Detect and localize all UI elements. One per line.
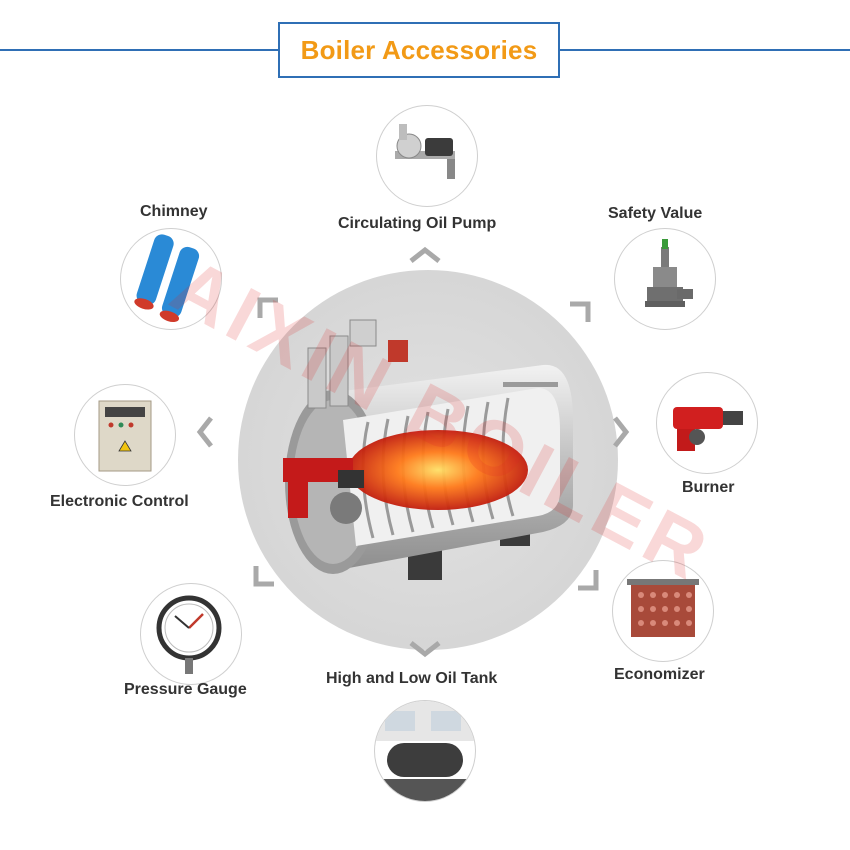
- label-chimney: Chimney: [140, 203, 208, 220]
- chimney-icon: [134, 234, 200, 322]
- thumb-economizer: [612, 560, 714, 662]
- thumb-pressure-gauge: [140, 583, 242, 685]
- chevron-up-icon: [409, 246, 441, 263]
- chevron-down-left-icon: [253, 566, 274, 587]
- header-rule-left: [0, 49, 278, 51]
- thumb-safety-valve: [614, 228, 716, 330]
- header-rule-right: [560, 49, 850, 51]
- pump-icon: [395, 124, 455, 179]
- title-box: Boiler Accessories: [278, 22, 560, 78]
- label-burner: Burner: [682, 479, 735, 496]
- thumb-electronic-control: [74, 384, 176, 486]
- page-title: Boiler Accessories: [300, 34, 538, 65]
- chevron-right-icon: [613, 416, 630, 448]
- pressure-gauge-icon: [156, 595, 222, 674]
- label-oil-tank: High and Low Oil Tank: [326, 670, 498, 687]
- chevron-down-icon: [409, 641, 441, 658]
- label-safety-valve: Safety Value: [608, 205, 703, 222]
- label-pressure-gauge: Pressure Gauge: [124, 681, 247, 698]
- safety-valve-icon: [645, 239, 693, 307]
- thumb-chimney: [120, 228, 222, 330]
- thumb-oil-tank: [374, 700, 476, 802]
- burner-icon: [673, 407, 743, 451]
- chevron-down-right-icon: [578, 570, 599, 591]
- control-cabinet-icon: [98, 400, 152, 472]
- chevron-up-left-icon: [257, 297, 278, 318]
- oil-tank-icon: [375, 701, 475, 801]
- thermal-oil-boiler-image: [283, 319, 573, 580]
- label-circulating-oil-pump: Circulating Oil Pump: [338, 215, 497, 232]
- label-electronic-control: Electronic Control: [50, 493, 189, 510]
- thumb-burner: [656, 372, 758, 474]
- chevron-up-right-icon: [570, 301, 591, 322]
- label-economizer: Economizer: [614, 666, 705, 683]
- chevron-left-icon: [196, 416, 213, 448]
- thumb-circulating-oil-pump: [376, 105, 478, 207]
- economizer-icon: [627, 579, 699, 637]
